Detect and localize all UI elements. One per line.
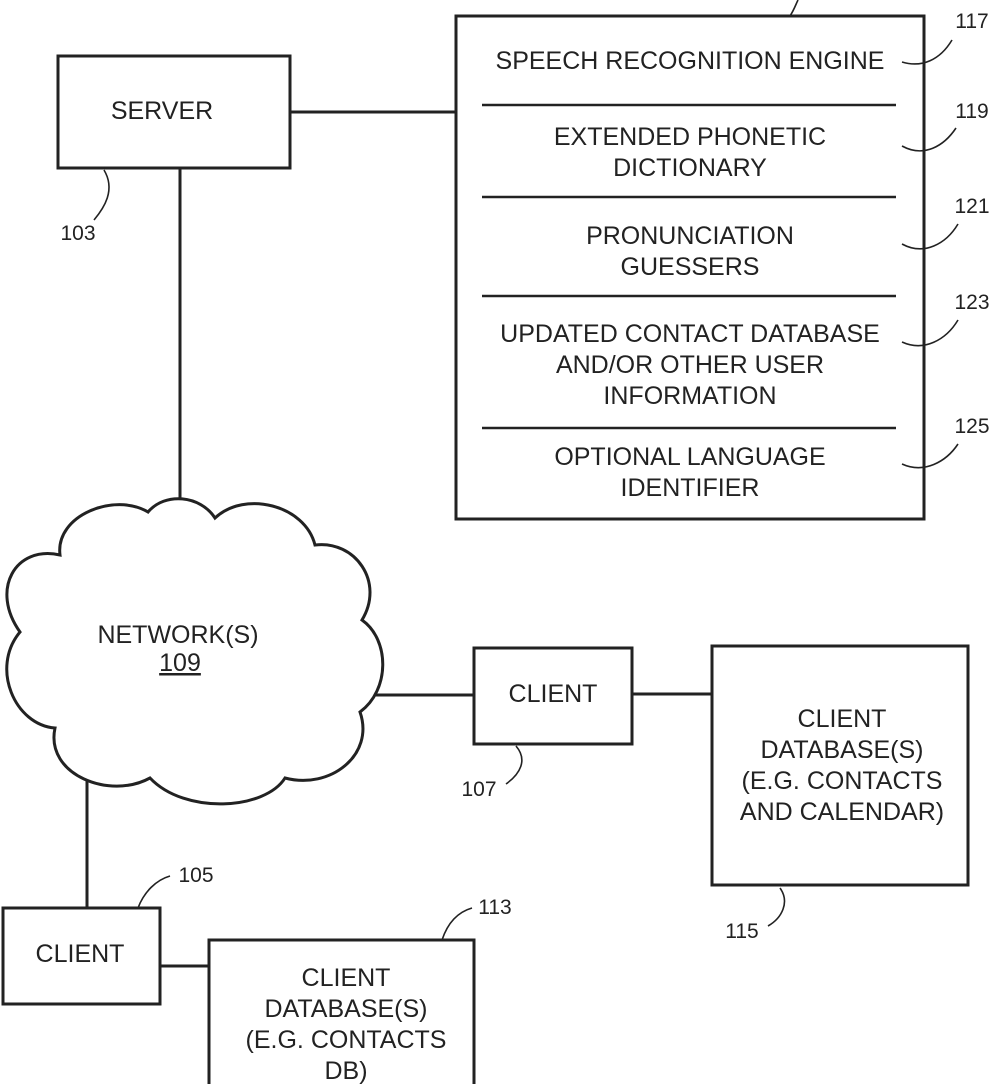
server-box [56, 54, 292, 170]
client-db-115-ref-leader [767, 887, 786, 927]
client-105-label: CLIENT [36, 940, 125, 968]
client-db-113-ref: 113 [478, 896, 511, 919]
component-ref-leader [901, 319, 959, 347]
client-db-113-ref-leader [441, 907, 473, 941]
components-top-leader [789, 0, 799, 17]
component-ref-leader [901, 223, 959, 250]
server-ref: 103 [60, 222, 95, 245]
component-section-line: INFORMATION [603, 382, 776, 410]
server-ref-leader [93, 169, 110, 221]
server-label: SERVER [111, 97, 213, 125]
component-section-line: IDENTIFIER [621, 474, 760, 502]
client-105-ref-leader [137, 875, 171, 909]
client-db-113-line: CLIENT [302, 964, 391, 992]
client-db-115-line: (E.G. CONTACTS [742, 767, 943, 795]
network-ref: 109 [159, 649, 201, 677]
client-db-115-line: DATABASE(S) [761, 736, 924, 764]
component-ref-leader [901, 127, 957, 152]
client-105-box [1, 906, 162, 1006]
component-section-line: PRONUNCIATION [586, 222, 794, 250]
network-cloud [5, 497, 385, 806]
network-label: NETWORK(S) [97, 621, 258, 649]
component-section-line: AND/OR OTHER USER [556, 351, 824, 379]
component-section-line: SPEECH RECOGNITION ENGINE [496, 47, 885, 75]
client-db-113-text: CLIENT DATABASE(S) (E.G. CONTACTS DB) [246, 964, 447, 1084]
client-db-113-box [207, 938, 476, 1084]
component-ref-leader [901, 39, 953, 65]
server-components-box [454, 14, 926, 521]
component-ref: 119 [955, 100, 988, 123]
client-db-113-line: DB) [324, 1057, 367, 1084]
client-107-ref: 107 [461, 778, 496, 801]
component-section-line: DICTIONARY [613, 154, 767, 182]
component-ref: 121 [954, 195, 989, 218]
component-ref: 125 [954, 415, 989, 438]
client-107-label: CLIENT [509, 680, 598, 708]
component-ref: 117 [955, 10, 988, 33]
client-db-113-line: DATABASE(S) [265, 995, 428, 1023]
component-ref-leader [901, 443, 959, 469]
component-section-line: GUESSERS [621, 253, 760, 281]
client-db-115-box [710, 644, 970, 887]
client-db-115-line: AND CALENDAR) [740, 798, 944, 826]
client-db-115-ref: 115 [725, 920, 758, 943]
client-107-ref-leader [505, 745, 523, 785]
client-107-box [472, 646, 634, 746]
client-db-115-line: CLIENT [798, 705, 887, 733]
component-section-line: OPTIONAL LANGUAGE [554, 443, 825, 471]
client-db-115-text: CLIENT DATABASE(S) (E.G. CONTACTS AND CALEN… [740, 705, 944, 826]
client-105-ref: 105 [178, 864, 213, 887]
component-section-line: EXTENDED PHONETIC [554, 123, 826, 151]
component-section-line: UPDATED CONTACT DATABASE [500, 320, 880, 348]
client-db-113-line: (E.G. CONTACTS [246, 1026, 447, 1054]
component-ref: 123 [954, 291, 989, 314]
